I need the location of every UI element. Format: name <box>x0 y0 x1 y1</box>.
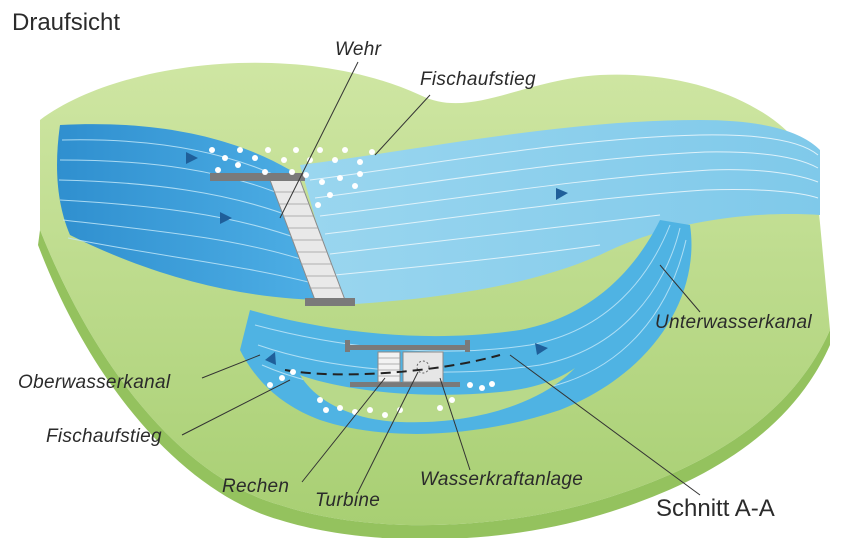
downstream-river <box>300 120 820 305</box>
label-fischaufstieg-bottom: Fischaufstieg <box>46 426 162 447</box>
power-station <box>284 340 501 387</box>
weir <box>210 173 355 306</box>
leader-lines <box>181 61 701 496</box>
label-rechen: Rechen <box>222 476 289 497</box>
label-wehr: Wehr <box>335 39 382 60</box>
section-label: Schnitt A-A <box>656 495 775 522</box>
flow-arrows <box>186 152 568 365</box>
label-turbine: Turbine <box>315 490 380 511</box>
flow-arrow-icon <box>265 352 276 365</box>
flow-arrow-icon <box>556 188 568 200</box>
flow-arrow-icon <box>535 343 548 355</box>
flow-arrow-icon <box>186 152 198 164</box>
label-unterwasserkanal: Unterwasserkanal <box>655 312 812 333</box>
label-fischaufstieg-top: Fischaufstieg <box>420 69 536 90</box>
upstream-river <box>57 124 331 300</box>
page-title: Draufsicht <box>12 9 120 36</box>
fish-ladder-top <box>209 147 375 208</box>
flow-arrow-icon <box>220 212 232 224</box>
label-wasserkraftanlage: Wasserkraftanlage <box>420 469 583 490</box>
label-oberwasserkanal: Oberwasserkanal <box>18 372 171 393</box>
